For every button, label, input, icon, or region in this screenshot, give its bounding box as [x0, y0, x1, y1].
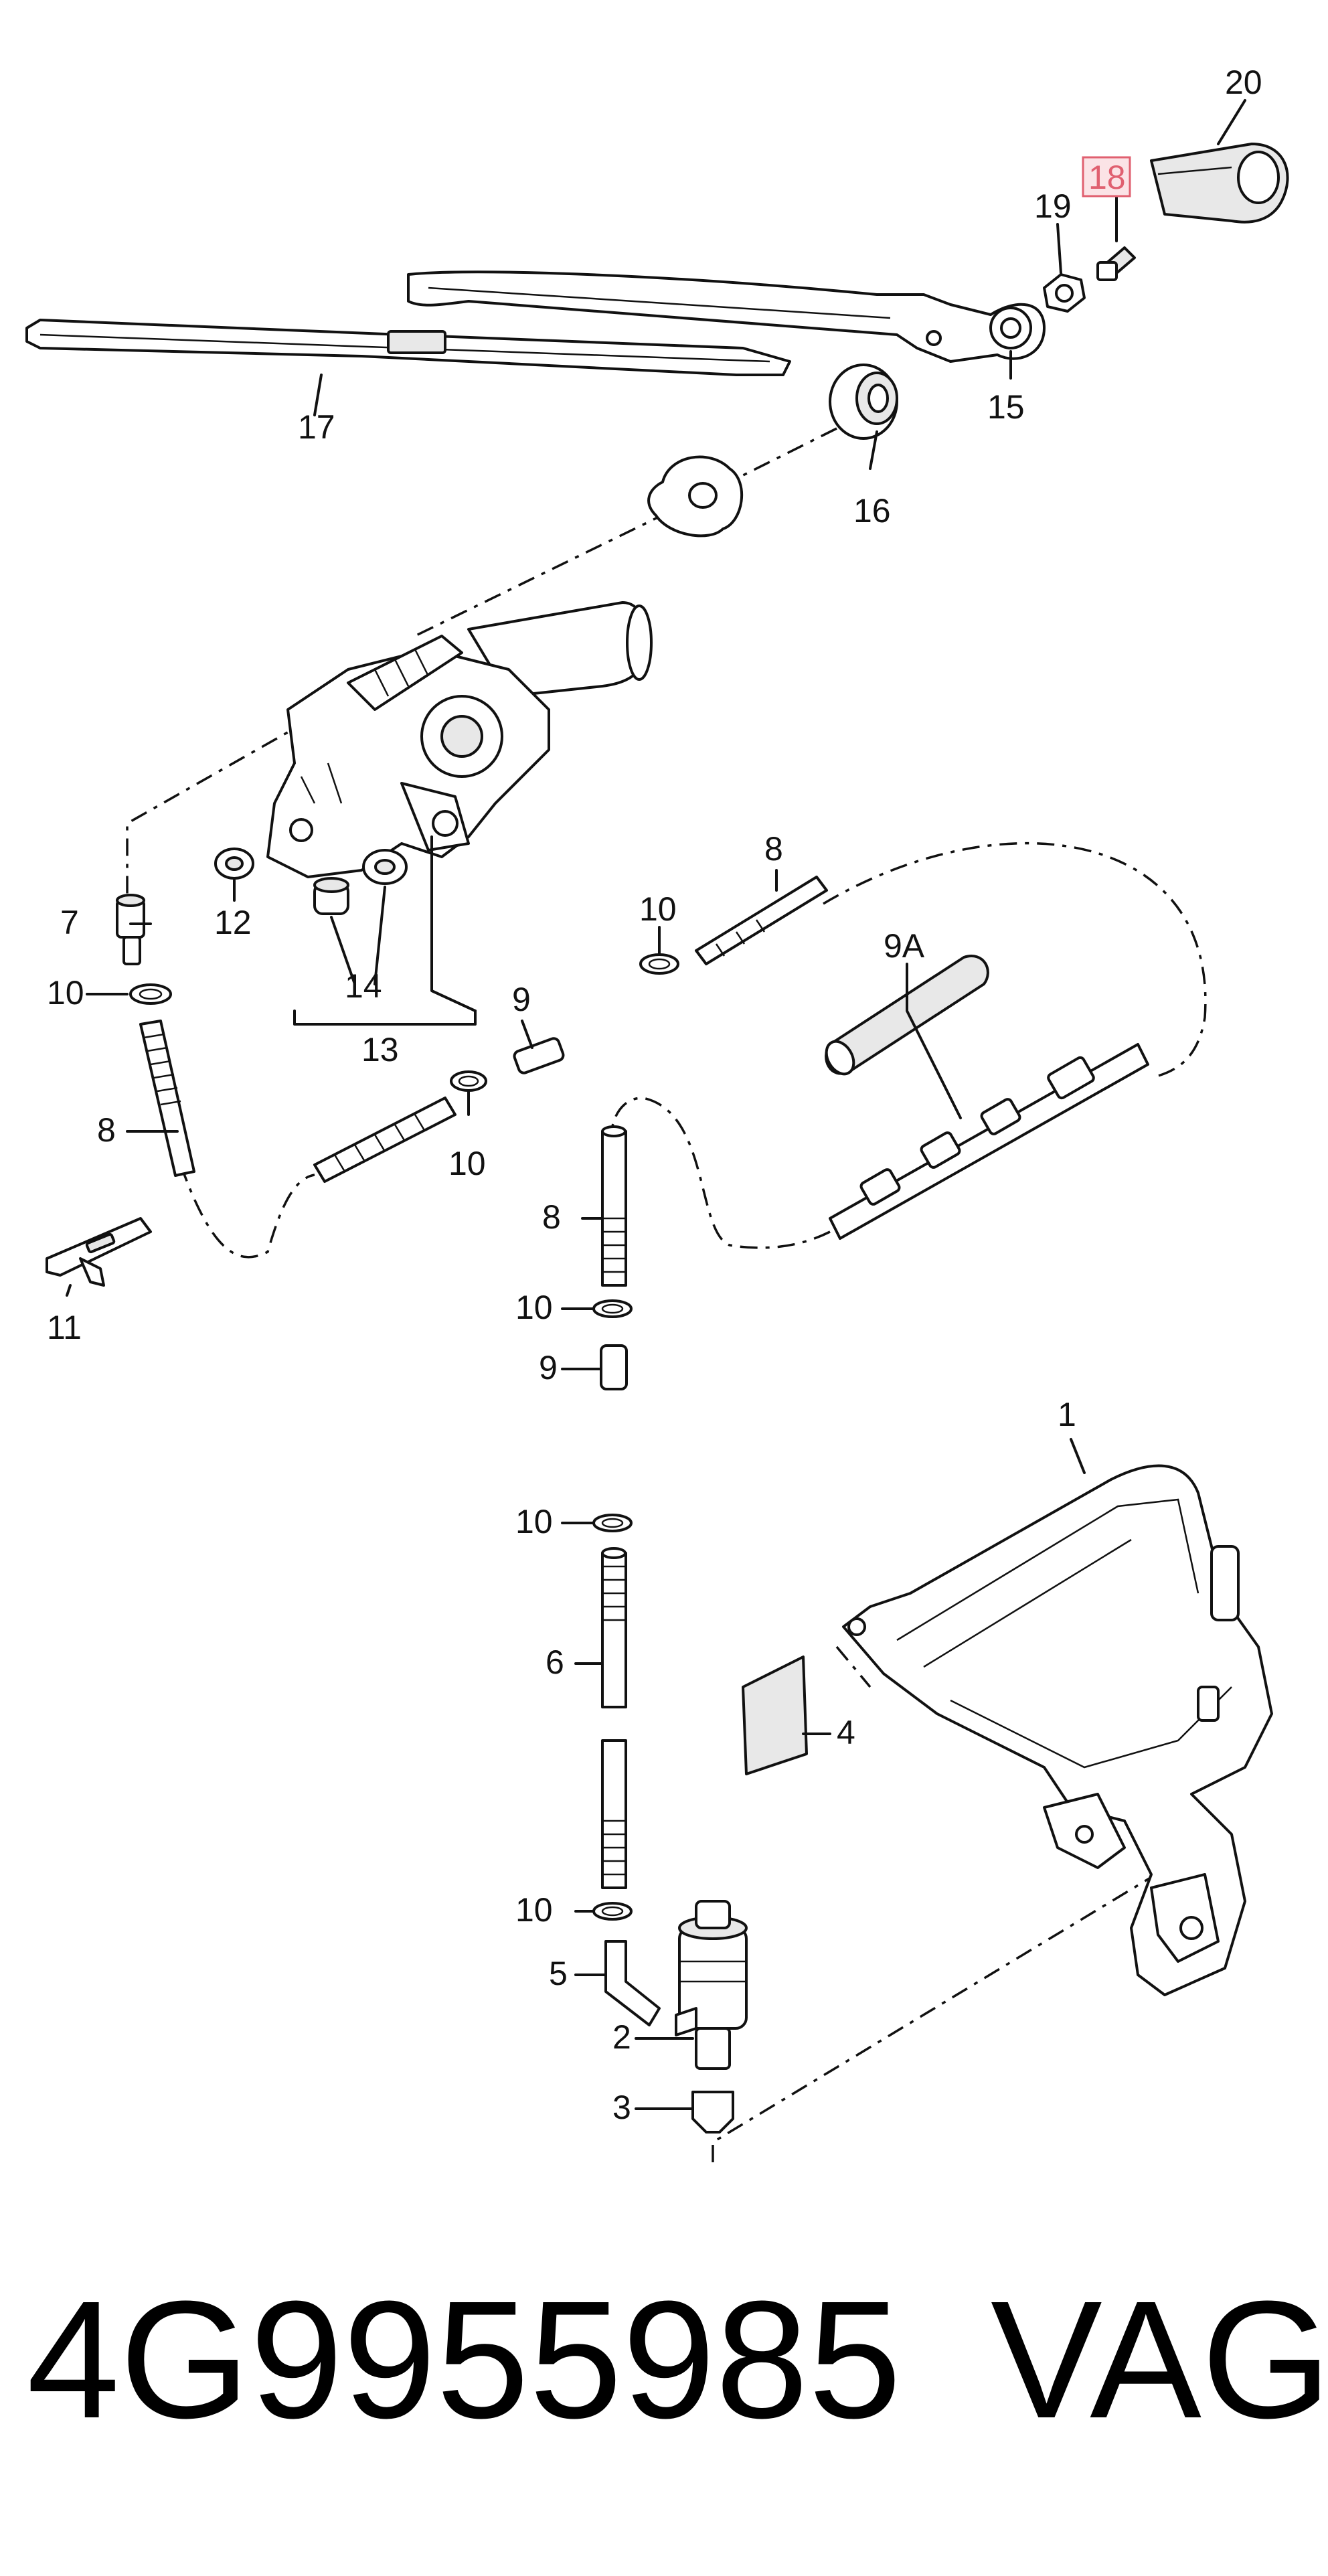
part-2-washer-pump[interactable]: [675, 1900, 748, 2070]
part-8-hose-top[interactable]: [695, 876, 828, 965]
part-8-hose-vertical[interactable]: [601, 1125, 627, 1287]
part-8-hose-left[interactable]: [139, 1020, 195, 1177]
part-number-label: 4G9955985: [27, 2266, 902, 2453]
part-8-hose-middle[interactable]: [313, 1097, 456, 1183]
part-14-rubber-mount-b[interactable]: [362, 849, 408, 885]
seal-washer[interactable]: [647, 455, 744, 538]
callout-4: 4: [837, 1714, 855, 1751]
leader-lines: [66, 99, 1246, 2110]
callout-8-left: 8: [97, 1111, 116, 1149]
callout-2: 2: [612, 2018, 631, 2056]
callout-10-top: 10: [639, 890, 677, 928]
callout-20: 20: [1225, 64, 1262, 101]
part-16-grommet[interactable]: [829, 364, 898, 440]
part-13-wiper-motor[interactable]: [266, 601, 653, 878]
part-10-hose-clamp-c[interactable]: [450, 1070, 487, 1092]
part-12-bolt[interactable]: [214, 848, 254, 880]
part-10-hose-clamp-a[interactable]: [129, 983, 172, 1005]
part-14-rubber-mount-a[interactable]: [313, 877, 349, 915]
callout-12: 12: [214, 904, 252, 941]
part-6-hose[interactable]: [601, 1547, 627, 1889]
callout-5: 5: [549, 1955, 568, 1992]
part-7-connector[interactable]: [116, 894, 145, 965]
callout-9-b: 9: [539, 1349, 558, 1386]
callout-16: 16: [853, 492, 891, 530]
callout-7: 7: [60, 904, 79, 941]
part-10-hose-clamp-e[interactable]: [592, 1514, 633, 1532]
highlight-box-18: [1082, 156, 1131, 197]
part-19-hex-nut[interactable]: [1043, 273, 1086, 313]
part-10-hose-clamp-f[interactable]: [592, 1902, 633, 1921]
callout-10-f: 10: [515, 1891, 553, 1929]
callout-19: 19: [1034, 187, 1072, 225]
callout-17: 17: [298, 408, 335, 446]
callout-10-left: 10: [47, 974, 84, 1012]
callout-9-a: 9: [512, 981, 531, 1018]
part-1-washer-reservoir[interactable]: [842, 1464, 1273, 1996]
part-18-cap-screw[interactable]: [1096, 246, 1136, 281]
part-17-wiper-blade[interactable]: [25, 319, 791, 376]
part-5-elbow-connector[interactable]: [604, 1940, 661, 2026]
callout-14: 14: [345, 967, 382, 1005]
callout-11: 11: [47, 1309, 82, 1346]
callout-labels: 20 18 19 15 16 17 8 10 9A 7 12 14 13 10 …: [47, 64, 1262, 2126]
part-11-hose-clip[interactable]: [46, 1217, 152, 1287]
callout-6: 6: [546, 1643, 564, 1681]
brand-label: VAG: [991, 2266, 1328, 2453]
callout-10-e: 10: [515, 1503, 553, 1540]
part-3-pump-grommet[interactable]: [691, 2091, 734, 2134]
part-9-connector-a[interactable]: [513, 1037, 565, 1074]
part-10-hose-clamp-b[interactable]: [639, 953, 679, 975]
callout-10-d: 10: [515, 1289, 553, 1326]
callout-3: 3: [612, 2089, 631, 2126]
part-4-foam-pad[interactable]: [742, 1656, 808, 1775]
part-15-wiper-arm[interactable]: [407, 270, 1046, 363]
callout-13: 13: [361, 1031, 399, 1068]
part-9A-hose-assembly[interactable]: [829, 1043, 1149, 1240]
assembly-dash-lines: [126, 427, 1207, 2162]
callout-10-mid: 10: [448, 1145, 486, 1182]
callout-1: 1: [1058, 1396, 1076, 1433]
part-20-cover-cap[interactable]: [1150, 143, 1289, 224]
part-10-hose-clamp-d[interactable]: [592, 1299, 633, 1318]
part-9A-insulation-sleeve[interactable]: [821, 955, 989, 1079]
callout-8-top: 8: [764, 830, 783, 868]
callout-15: 15: [987, 388, 1025, 426]
callout-8-vertical: 8: [542, 1198, 561, 1236]
part-9-connector-b[interactable]: [600, 1344, 628, 1390]
callout-9A: 9A: [884, 927, 925, 965]
callout-18: 18: [1088, 159, 1126, 196]
